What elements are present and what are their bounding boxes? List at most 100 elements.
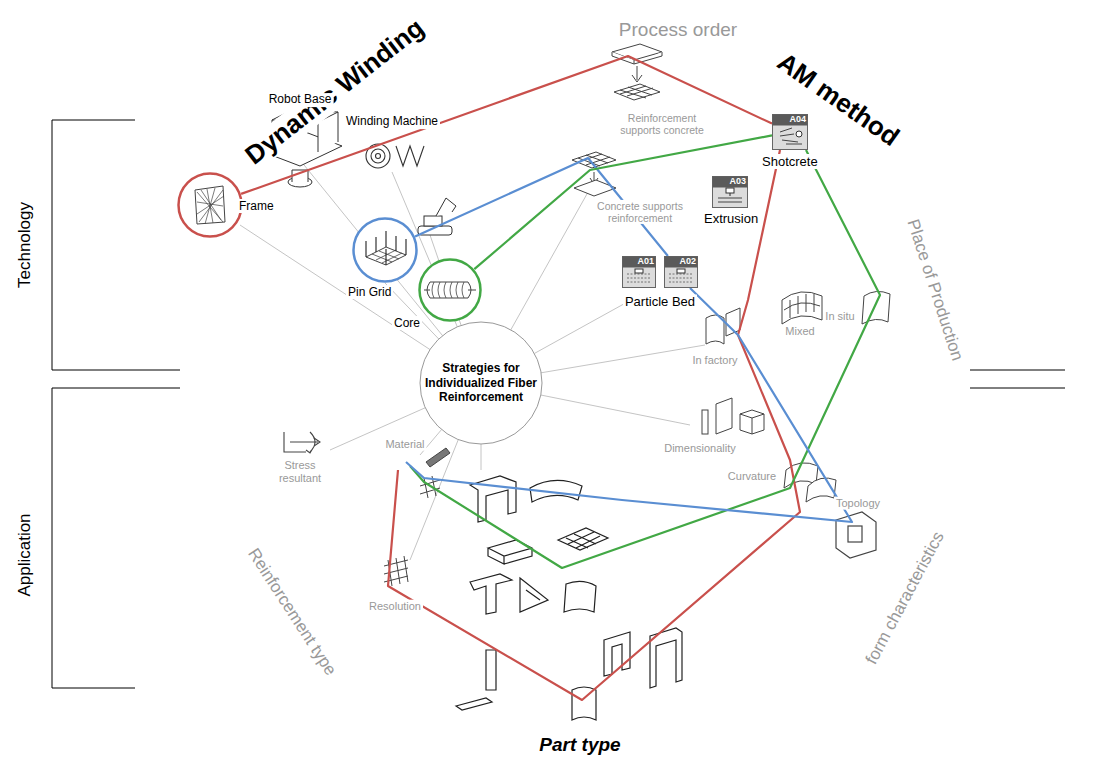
option-label: Stress resultant bbox=[268, 459, 332, 484]
node-shape bbox=[713, 177, 748, 208]
node-shape bbox=[627, 274, 651, 282]
option-label: Robot Base bbox=[267, 93, 334, 107]
option-label: Frame bbox=[237, 199, 276, 213]
node-shape bbox=[773, 115, 808, 150]
strategy-path-blue bbox=[406, 288, 852, 522]
process-order-icon bbox=[632, 66, 642, 82]
node-shape bbox=[179, 174, 242, 237]
icon-code: A04 bbox=[789, 114, 806, 125]
material-icon bbox=[426, 448, 450, 467]
robot-arm-icon bbox=[436, 198, 456, 216]
mixed-icon bbox=[784, 294, 820, 318]
part-type-icons bbox=[486, 650, 496, 690]
node-shape bbox=[623, 257, 656, 288]
option-label: Resolution bbox=[367, 600, 423, 613]
bracket-lines bbox=[52, 120, 180, 370]
node-title: Strategies for Individualized Fiber Rein… bbox=[425, 361, 537, 404]
axis-title: Part type bbox=[537, 734, 622, 756]
robot-arm-icon bbox=[418, 198, 456, 235]
option-label: Pin Grid bbox=[346, 285, 393, 299]
node-shape bbox=[635, 269, 643, 273]
topology-icon bbox=[836, 512, 876, 558]
strategy-path-green bbox=[410, 150, 880, 568]
node-shape bbox=[718, 188, 742, 202]
material-icon bbox=[426, 448, 450, 467]
option-circle: Pin Grid bbox=[352, 217, 418, 283]
node-shape bbox=[420, 322, 542, 444]
node-shape bbox=[669, 274, 693, 282]
strategy-path-green bbox=[410, 150, 880, 568]
center-circle: Strategies for Individualized Fiber Rein… bbox=[419, 321, 543, 445]
part-type-icons bbox=[564, 581, 596, 612]
method-icon: A01 bbox=[622, 256, 656, 288]
dimensionality-icon bbox=[740, 410, 764, 434]
node-shape bbox=[780, 128, 802, 144]
concrete-supports-reinforcement-icon bbox=[572, 152, 616, 196]
winding-machine-icon bbox=[371, 149, 385, 163]
in-factory-icon bbox=[706, 308, 740, 344]
icon-code: A01 bbox=[637, 256, 654, 267]
option-label: Shotcrete bbox=[760, 154, 820, 169]
dimensionality-icon bbox=[702, 398, 764, 434]
option-label: In factory bbox=[690, 354, 739, 367]
option-circle: Frame bbox=[177, 172, 243, 238]
node-shape bbox=[726, 188, 734, 193]
part-type-icons bbox=[488, 540, 532, 564]
option-label: Reinforcement supports concrete bbox=[610, 112, 714, 136]
node-shape bbox=[424, 289, 476, 290]
node-shape bbox=[354, 219, 417, 282]
option-label: Core bbox=[392, 316, 422, 330]
strategy-path-blue bbox=[406, 288, 852, 522]
part-type-icons bbox=[470, 574, 512, 614]
dimensionality-icon bbox=[702, 410, 708, 434]
node-shape bbox=[665, 257, 698, 288]
bracket-lines bbox=[52, 388, 180, 688]
strategy-connector bbox=[241, 56, 772, 194]
option-label: Topology bbox=[834, 497, 882, 510]
part-type-icons bbox=[456, 698, 492, 710]
option-label: Mixed bbox=[783, 325, 816, 338]
bracket-lines bbox=[970, 370, 1065, 388]
option-label: Concrete supports reinforcement bbox=[588, 200, 692, 224]
strategy-connector-line bbox=[241, 56, 772, 194]
topology-icon bbox=[836, 512, 876, 558]
node-shape bbox=[418, 258, 482, 322]
option-label: Material bbox=[383, 438, 426, 451]
icon-code: A02 bbox=[679, 256, 696, 267]
concrete-supports-reinforcement-icon bbox=[574, 180, 616, 196]
bracket-lines bbox=[52, 120, 1065, 688]
process-order-icon bbox=[612, 44, 662, 100]
part-type-icons bbox=[456, 476, 682, 720]
node-shape bbox=[177, 172, 243, 238]
node-shape bbox=[197, 188, 224, 224]
in-situ-icon bbox=[862, 291, 890, 324]
option-label: Dimensionality bbox=[662, 442, 738, 455]
strategy-connector bbox=[474, 135, 772, 269]
topology-icon bbox=[848, 526, 862, 542]
node-shape bbox=[713, 177, 748, 188]
winding-machine-icon bbox=[366, 144, 424, 168]
option-label: Curvature bbox=[726, 470, 778, 483]
stress-resultant-icon bbox=[284, 432, 320, 453]
in-situ-icon bbox=[862, 291, 890, 324]
node-shape bbox=[420, 260, 481, 321]
strategy-path-red bbox=[388, 150, 800, 700]
node-shape bbox=[352, 217, 418, 283]
method-icon: A02 bbox=[664, 256, 698, 288]
process-order-icon bbox=[614, 84, 660, 100]
node-shape bbox=[796, 131, 802, 137]
strategy-path-red bbox=[388, 150, 800, 700]
option-label: In situ bbox=[823, 310, 856, 323]
axis-title: Process order bbox=[617, 19, 739, 41]
axis-title: Place of Production bbox=[902, 215, 967, 365]
icon-code: A03 bbox=[729, 176, 746, 187]
option-label: Extrusion bbox=[702, 211, 760, 226]
node-shape bbox=[677, 269, 685, 273]
node-shape bbox=[432, 282, 464, 298]
option-label: Particle Bed bbox=[623, 295, 697, 310]
side-heading: Technology bbox=[15, 200, 35, 290]
node-shape bbox=[665, 257, 698, 268]
